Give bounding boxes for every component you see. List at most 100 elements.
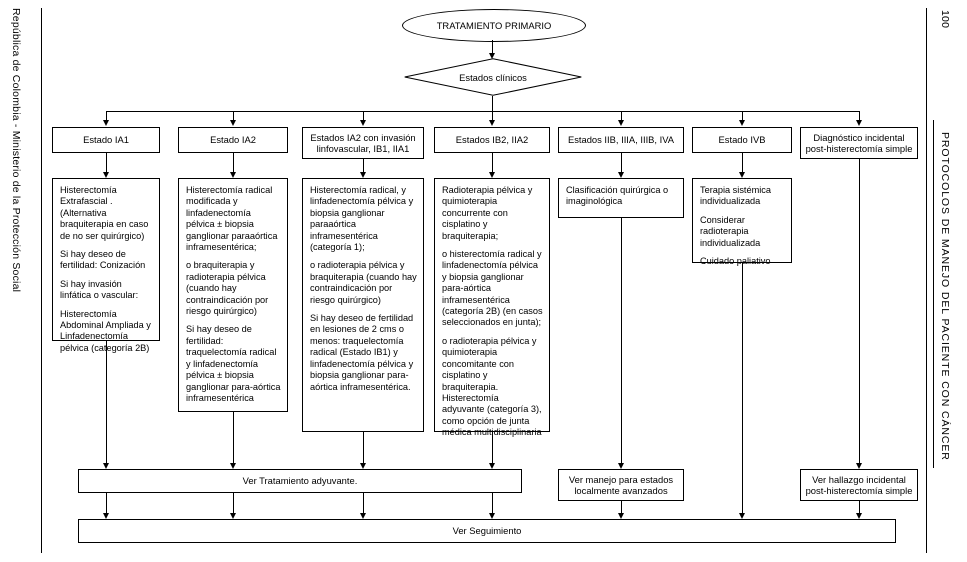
connector-adjuvant-seg-4 [492,493,493,515]
arrowhead-col-3 [360,120,366,126]
footer-incidental-label: Ver hallazgo incidental post-histerectom… [805,473,913,497]
footer-seguimiento-box[interactable]: Ver Seguimiento [78,519,896,543]
bus-drop-3 [363,111,364,122]
footer-locally-advanced-box[interactable]: Ver manejo para estados localmente avanz… [558,469,684,501]
connector-h5-b5 [621,153,622,174]
stage-header-5[interactable]: Estados IIB, IIIA, IIIB, IVA [558,127,684,153]
arrowhead-b2 [230,172,236,178]
bus-drop-1 [106,111,107,122]
stage-header-6[interactable]: Estado IVB [692,127,792,153]
treatment-3-line-3: Si hay deseo de fertilidad en lesiones d… [310,313,414,392]
arrowhead-seguimiento-6 [739,513,745,519]
treatment-box-5[interactable]: Clasificación quirúrgica o imaginológica [558,178,684,218]
arrowhead-b4 [489,172,495,178]
arrowhead-seg-2 [230,513,236,519]
treatment-6-line-3: Cuidado paliativo [700,256,771,267]
connector-h6-b6 [742,153,743,174]
bus-drop-7 [859,111,860,122]
footer-incidental-box[interactable]: Ver hallazgo incidental post-histerectom… [800,469,918,501]
treatment-box-1[interactable]: Histerectomía Extrafascial . (Alternativ… [52,178,160,353]
arrowhead-b5 [618,172,624,178]
arrowhead-seg-4 [489,513,495,519]
arrowhead-seg-3 [360,513,366,519]
arrowhead-col-6 [739,120,745,126]
stage-header-7[interactable]: Diagnóstico incidental post-histerectomí… [800,127,918,159]
footer-seguimiento-label: Ver Seguimiento [452,525,522,537]
distribution-bus [106,111,859,112]
arrowhead-adjuvant-3 [360,463,366,469]
stage-header-2[interactable]: Estado IA2 [178,127,288,153]
connector-start-to-decision [492,40,493,55]
treatment-box-4[interactable]: Radioterapia pélvica y quimioterapia con… [434,178,550,437]
footer-locally-advanced-label: Ver manejo para estados localmente avanz… [568,473,674,497]
connector-b3-adjuvant [363,432,364,465]
arrowhead-locally-advanced [618,463,624,469]
connector-decision-trunk [492,96,493,111]
connector-adjuvant-seg-1 [106,493,107,515]
treatment-box-6[interactable]: Terapia sistémica individualizada Consid… [692,178,792,266]
treatment-3-line-1: Histerectomía radical, y linfadenectomía… [310,185,414,253]
decision-node: Estados clínicos [404,58,582,96]
stage-header-6-label: Estado IVB [718,134,766,146]
arrowhead-b6 [739,172,745,178]
treatment-6-line-1: Terapia sistémica individualizada [700,185,771,207]
arrowhead-b3 [360,172,366,178]
treatment-2-line-1: Histerectomía radical modificada y linfa… [186,185,278,253]
left-margin-publisher: República de Colombia - Ministerio de la… [10,8,22,293]
connector-h3-b3 [363,159,364,174]
arrowhead-col-2 [230,120,236,126]
arrowhead-col-5 [618,120,624,126]
arrowhead-seg-5 [618,513,624,519]
treatment-4-line-2: o histerectomía radical y linfadenectomí… [442,249,543,328]
footer-adjuvant-box[interactable]: Ver Tratamiento adyuvante. [78,469,522,493]
bus-drop-2 [233,111,234,122]
connector-h2-b2 [233,153,234,174]
treatment-2-line-2: o braquiterapia y radioterapia pélvica (… [186,260,269,317]
diamond-shape [404,58,582,96]
treatment-1-line-3: Si hay invasión linfática o vascular: [60,278,139,301]
connector-b5-locally-advanced [621,218,622,465]
arrowhead-col-4 [489,120,495,126]
treatment-4-line-3: o radioterapia pélvica y quimioterapia c… [442,335,542,438]
bus-drop-4 [492,111,493,122]
decision-label: Estados clínicos [459,71,527,83]
treatment-6-line-2: Considerar radioterapia individualizada [700,214,761,248]
bus-drop-5 [621,111,622,122]
footer-adjuvant-label: Ver Tratamiento adyuvante. [242,475,358,487]
stage-header-4[interactable]: Estados IB2, IIA2 [434,127,550,153]
connector-b6-seguimiento [742,263,743,515]
stage-header-2-label: Estado IA2 [210,134,256,146]
start-terminator: TRATAMIENTO PRIMARIO [402,9,586,42]
start-label: TRATAMIENTO PRIMARIO [436,20,552,31]
arrowhead-col-1 [103,120,109,126]
treatment-box-2[interactable]: Histerectomía radical modificada y linfa… [178,178,288,412]
treatment-1-line-4: Histerectomía Abdominal Ampliada y Linfa… [60,308,151,353]
treatment-2-line-3: Si hay deseo de fertilidad: traquelectom… [186,324,281,403]
connector-h4-b4 [492,153,493,174]
arrowhead-incidental [856,463,862,469]
stage-header-1-label: Estado IA1 [83,134,129,146]
stage-header-1[interactable]: Estado IA1 [52,127,160,153]
treatment-1-line-1: Histerectomía Extrafascial . (Alternativ… [60,185,149,241]
connector-b1-adjuvant [106,341,107,465]
stage-header-3[interactable]: Estados IA2 con invasión linfovascular, … [302,127,424,159]
arrowhead-seg-1 [103,513,109,519]
diagram-frame [41,8,927,553]
arrowhead-b1 [103,172,109,178]
connector-b4-adjuvant [492,432,493,465]
connector-adjuvant-seg-3 [363,493,364,515]
right-margin-title: PROTOCOLOS DE MANEJO DEL PACIENTE CON CÁ… [939,132,951,461]
bus-drop-6 [742,111,743,122]
arrowhead-adjuvant-2 [230,463,236,469]
arrowhead-decision [489,53,495,59]
treatment-box-3[interactable]: Histerectomía radical, y linfadenectomía… [302,178,424,432]
stage-header-5-label: Estados IIB, IIIA, IIIB, IVA [567,134,675,146]
connector-locally-advanced-seg [621,501,622,515]
connector-h7-incidental [859,159,860,465]
connector-b2-adjuvant [233,412,234,465]
stage-header-4-label: Estados IB2, IIA2 [455,134,529,146]
treatment-5-line-1: Clasificación quirúrgica o imaginológica [566,185,669,207]
stage-header-3-label: Estados IA2 con invasión linfovascular, … [310,131,416,155]
connector-incidental-seg [859,501,860,515]
